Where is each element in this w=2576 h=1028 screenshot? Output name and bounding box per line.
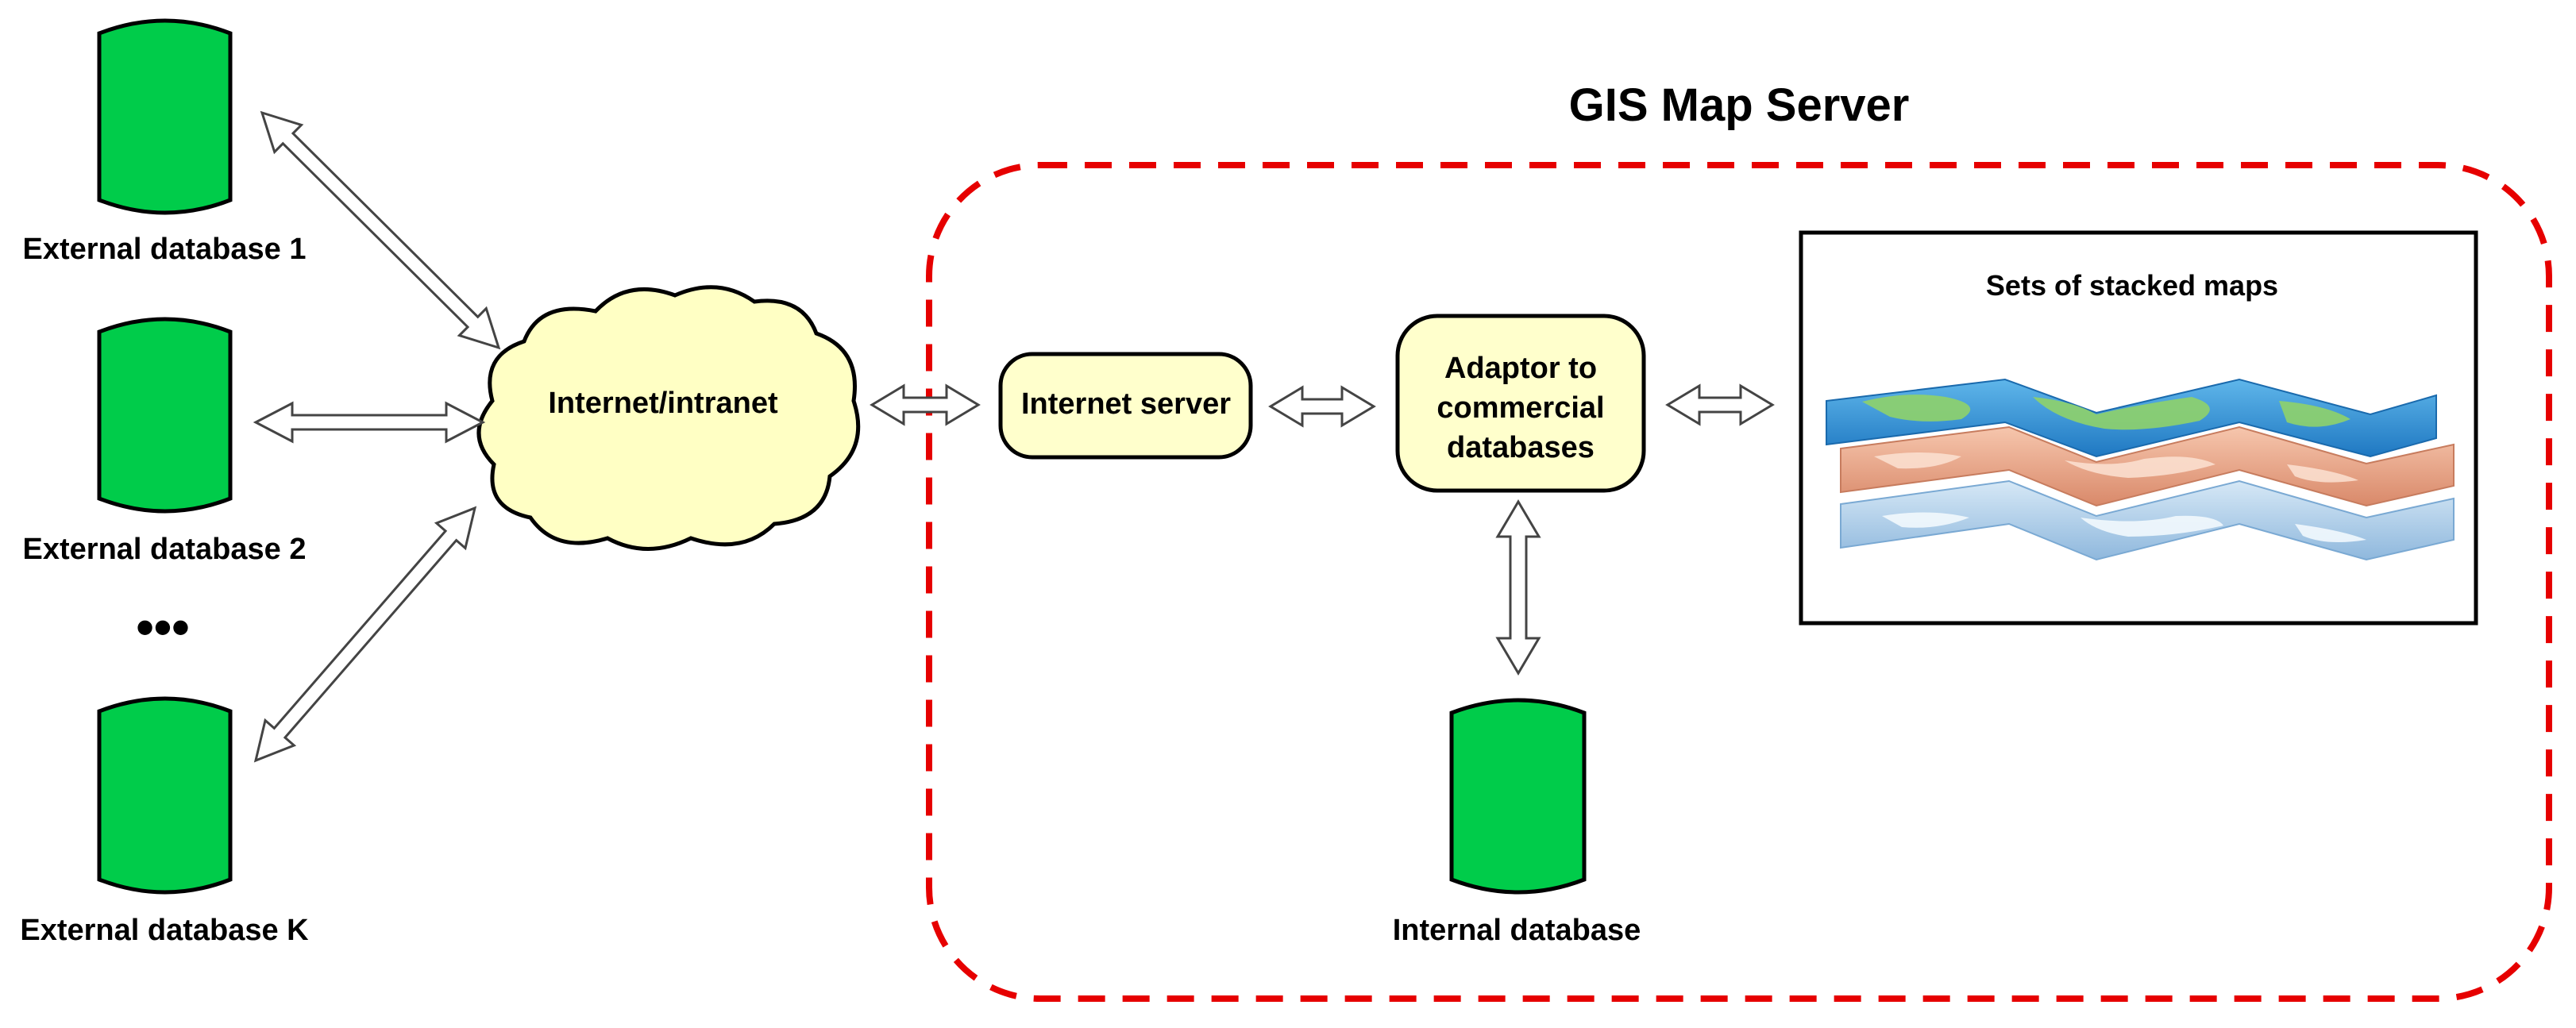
adaptor-to-commercial-databases: Adaptor to commercial databases (1395, 314, 1646, 493)
external-database-k-label: External database K (20, 914, 309, 947)
internet-server: Internet server (998, 352, 1253, 460)
database-icon (97, 696, 233, 895)
more-databases-ellipsis: ••• (136, 599, 189, 656)
internal-database-label: Internal database (1393, 914, 1641, 947)
arrow-db2-cloud (253, 401, 486, 444)
map-land-white (1882, 512, 2366, 543)
arrow-adaptor-internal-db (1495, 499, 1541, 676)
map-land-green (1862, 395, 2350, 430)
map-land-light-salmon (1874, 452, 2358, 483)
external-database-2: External database 2 (23, 317, 307, 566)
database-icon (1449, 698, 1587, 895)
arrow-dbk-cloud (253, 506, 477, 763)
arrow-server-adaptor (1268, 385, 1376, 428)
internet-server-box (998, 352, 1253, 460)
external-database-1: External database 1 (23, 18, 307, 266)
adaptor-label-line-2: commercial (1436, 391, 1604, 425)
stacked-maps-image (1826, 378, 2455, 561)
database-icon (97, 317, 233, 514)
adaptor-label-line-3: databases (1447, 431, 1595, 464)
stacked-maps-panel: Sets of stacked maps (1799, 230, 2478, 626)
cloud-icon (476, 285, 861, 551)
gis-map-server-boundary (926, 162, 2552, 1002)
connection-arrows (253, 110, 1775, 763)
arrow-adaptor-maps (1665, 383, 1775, 426)
diagram-title: GIS Map Server (1569, 79, 1910, 131)
adaptor-box (1395, 314, 1646, 493)
cloud-label: Internet/intranet (548, 387, 778, 420)
map-layer-lightblue (1840, 479, 2455, 561)
internet-intranet-cloud: Internet/intranet (476, 285, 861, 551)
external-database-1-label: External database 1 (23, 233, 307, 266)
external-database-k: External database K (20, 696, 309, 947)
maps-panel-title: Sets of stacked maps (1986, 269, 2278, 302)
external-database-2-label: External database 2 (23, 533, 307, 566)
internal-database: Internal database (1393, 698, 1641, 947)
arrow-db1-cloud (260, 110, 501, 350)
arrow-cloud-server (870, 383, 981, 426)
database-icon (97, 18, 233, 215)
adaptor-label-line-1: Adaptor to (1444, 352, 1597, 385)
internet-server-label: Internet server (1021, 387, 1231, 421)
